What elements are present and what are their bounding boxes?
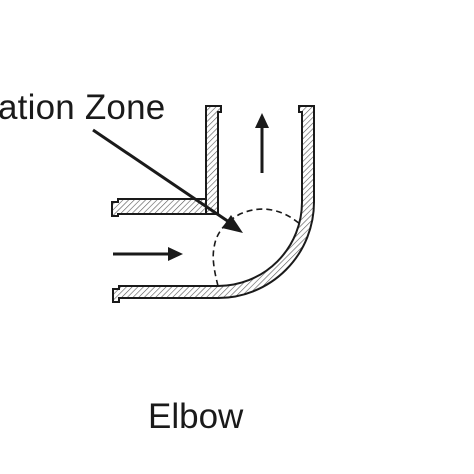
separation-zone-label: ation Zone — [0, 88, 166, 127]
inlet-upper-wall — [111, 198, 207, 217]
zone-pointer-arrowhead — [222, 215, 243, 233]
separation-zone-outline — [212, 208, 301, 287]
inner-vertical-wall — [205, 105, 222, 215]
outlet-flow-arrowhead-icon — [255, 113, 269, 128]
diagram-caption: Elbow — [148, 397, 244, 436]
zone-pointer-line — [92, 128, 233, 226]
inlet-flow-arrowhead-icon — [168, 247, 183, 261]
outer-curved-wall — [112, 105, 315, 303]
